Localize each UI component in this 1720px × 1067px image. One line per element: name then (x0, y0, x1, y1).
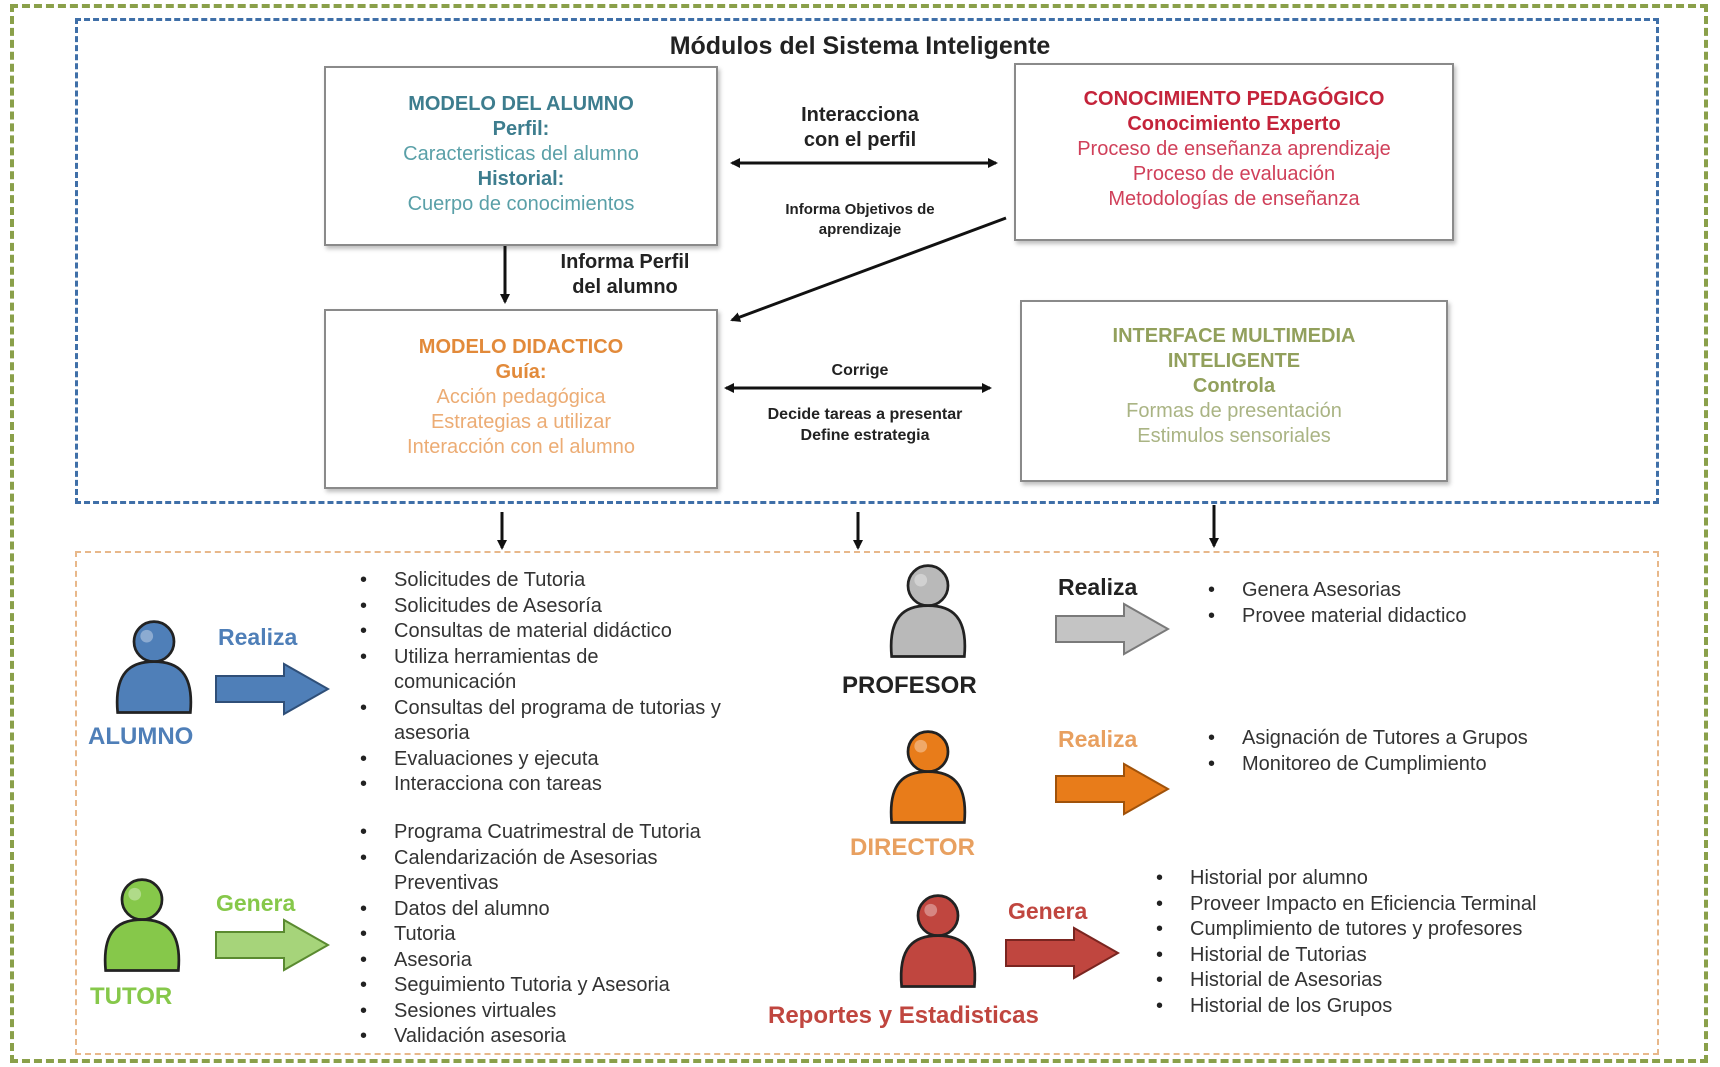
decide-tareas-line2: Define estrategia (800, 427, 930, 444)
reportes-arrow-icon (1005, 926, 1120, 980)
list-item: Monitoreo de Cumplimiento (1208, 752, 1702, 778)
modelo-alumno-box: MODELO DEL ALUMNO Perfil: Caracteristica… (324, 66, 718, 246)
list-item: Asesoria (360, 948, 834, 974)
list-item: Datos del alumno (360, 897, 834, 923)
conocimiento-pedagogico-box: CONOCIMIENTO PEDAGÓGICO Conocimiento Exp… (1014, 63, 1454, 241)
interacciona-line2: con el perfil (803, 129, 917, 151)
alumno-person-icon (104, 618, 204, 718)
interface-subtitle: Controla (1192, 375, 1276, 397)
interface-item: Estimulos sensoriales (1137, 425, 1331, 447)
list-item: Historial de Tutorias (1156, 943, 1700, 969)
director-verb: Realiza (1058, 726, 1138, 752)
reportes-role-label: Reportes y Estadisticas (768, 1002, 1039, 1029)
list-item: Provee material didactico (1208, 604, 1662, 630)
reportes-person-icon (888, 892, 988, 992)
profesor-role-label: PROFESOR (842, 672, 977, 699)
alumno-verb: Realiza (218, 624, 298, 650)
list-item: Sesiones virtuales (360, 999, 834, 1025)
alumno-role-label: ALUMNO (88, 723, 194, 750)
pedagogico-subtitle: Conocimiento Experto (1127, 113, 1341, 135)
director-list: Asignación de Tutores a Grupos Monitoreo… (1204, 726, 1702, 777)
tutor-list: Programa Cuatrimestral de Tutoria Calend… (356, 820, 834, 1050)
interface-title-line2: INTELIGENTE (1167, 350, 1301, 372)
list-item: Asignación de Tutores a Grupos (1208, 726, 1702, 752)
director-arrow-icon (1055, 762, 1170, 816)
historial-label: Historial: (477, 168, 565, 190)
profesor-list: Genera Asesorias Provee material didacti… (1204, 578, 1662, 629)
reportes-verb: Genera (1008, 898, 1088, 924)
list-item: Programa Cuatrimestral de Tutoria (360, 820, 834, 846)
profesor-arrow-icon (1055, 602, 1170, 656)
informa-objetivos-arrow (730, 216, 1007, 322)
director-person-icon (878, 728, 978, 828)
informa-perfil-line1: Informa Perfil (560, 251, 690, 273)
decide-tareas-label: Decide tareas a presentar Define estrate… (715, 404, 1015, 446)
list-item: Validación asesoria (360, 1024, 834, 1050)
informa-objetivos-label: Informa Objetivos de aprendizaje (740, 200, 980, 240)
list-item: Historial por alumno (1156, 866, 1700, 892)
corrige-label: Corrige (831, 362, 889, 379)
list-item: Utiliza herramientas de comunicación (360, 645, 694, 696)
modelo-alumno-title: MODELO DEL ALUMNO (408, 93, 634, 115)
list-item: Solicitudes de Asesoría (360, 594, 814, 620)
tutor-arrow-icon (215, 918, 330, 972)
outer-frame (10, 4, 1708, 1063)
list-item: Calendarización de Asesorias Preventivas (360, 846, 744, 897)
historial-text: Cuerpo de conocimientos (407, 193, 635, 215)
interacciona-line1: Interacciona (801, 104, 919, 126)
alumno-list: Solicitudes de Tutoria Solicitudes de As… (356, 568, 814, 798)
pedagogico-item: Metodologías de enseñanza (1108, 188, 1360, 210)
didactico-title: MODELO DIDACTICO (418, 336, 624, 358)
interface-title-line1: INTERFACE MULTIMEDIA (1112, 325, 1356, 347)
list-item: Evaluaciones y ejecuta (360, 747, 814, 773)
list-item: Cumplimiento de tutores y profesores (1156, 917, 1700, 943)
informa-objetivos-line1: Informa Objetivos de (785, 201, 935, 218)
director-role-label: DIRECTOR (850, 834, 975, 861)
perfil-text: Caracteristicas del alumno (403, 143, 639, 165)
informa-perfil-line2: del alumno (572, 276, 678, 298)
pedagogico-item: Proceso de enseñanza aprendizaje (1077, 138, 1391, 160)
perfil-label: Perfil: (492, 118, 550, 140)
list-item: Tutoria (360, 922, 834, 948)
list-item: Genera Asesorias (1208, 578, 1662, 604)
modelo-didactico-box: MODELO DIDACTICO Guía: Acción pedagógica… (324, 309, 718, 489)
list-item: Solicitudes de Tutoria (360, 568, 814, 594)
didactico-item: Interacción con el alumno (407, 436, 635, 458)
list-item: Historial de los Grupos (1156, 994, 1700, 1020)
diagram-title: Módulos del Sistema Inteligente (669, 32, 1051, 60)
profesor-verb: Realiza (1058, 574, 1138, 600)
pedagogico-title: CONOCIMIENTO PEDAGÓGICO (1083, 88, 1385, 110)
tutor-role-label: TUTOR (90, 983, 173, 1010)
interacciona-label: Interacciona con el perfil (740, 103, 980, 153)
list-item: Interacciona con tareas (360, 772, 814, 798)
informa-perfil-label: Informa Perfil del alumno (530, 250, 720, 300)
actors-region (75, 551, 1659, 1055)
list-item: Seguimiento Tutoria y Asesoria (360, 973, 834, 999)
didactico-item: Estrategias a utilizar (430, 411, 612, 433)
interface-multimedia-box: INTERFACE MULTIMEDIA INTELIGENTE Control… (1020, 300, 1448, 482)
didactico-item: Acción pedagógica (436, 386, 606, 408)
reportes-list: Historial por alumno Proveer Impacto en … (1152, 866, 1700, 1019)
informa-objetivos-line2: aprendizaje (818, 221, 902, 238)
tutor-person-icon (92, 876, 192, 976)
list-item: Consultas del programa de tutorias y ase… (360, 696, 724, 747)
didactico-subtitle: Guía: (495, 361, 547, 383)
tutor-verb: Genera (216, 890, 296, 916)
list-item: Historial de Asesorias (1156, 968, 1700, 994)
pedagogico-item: Proceso de evaluación (1132, 163, 1336, 185)
interface-item: Formas de presentación (1126, 400, 1342, 422)
list-item: Consultas de material didáctico (360, 619, 814, 645)
system-modules-region (75, 18, 1659, 504)
alumno-arrow-icon (215, 662, 330, 716)
profesor-person-icon (878, 562, 978, 662)
list-item: Proveer Impacto en Eficiencia Terminal (1156, 892, 1700, 918)
decide-tareas-line1: Decide tareas a presentar (767, 406, 963, 423)
